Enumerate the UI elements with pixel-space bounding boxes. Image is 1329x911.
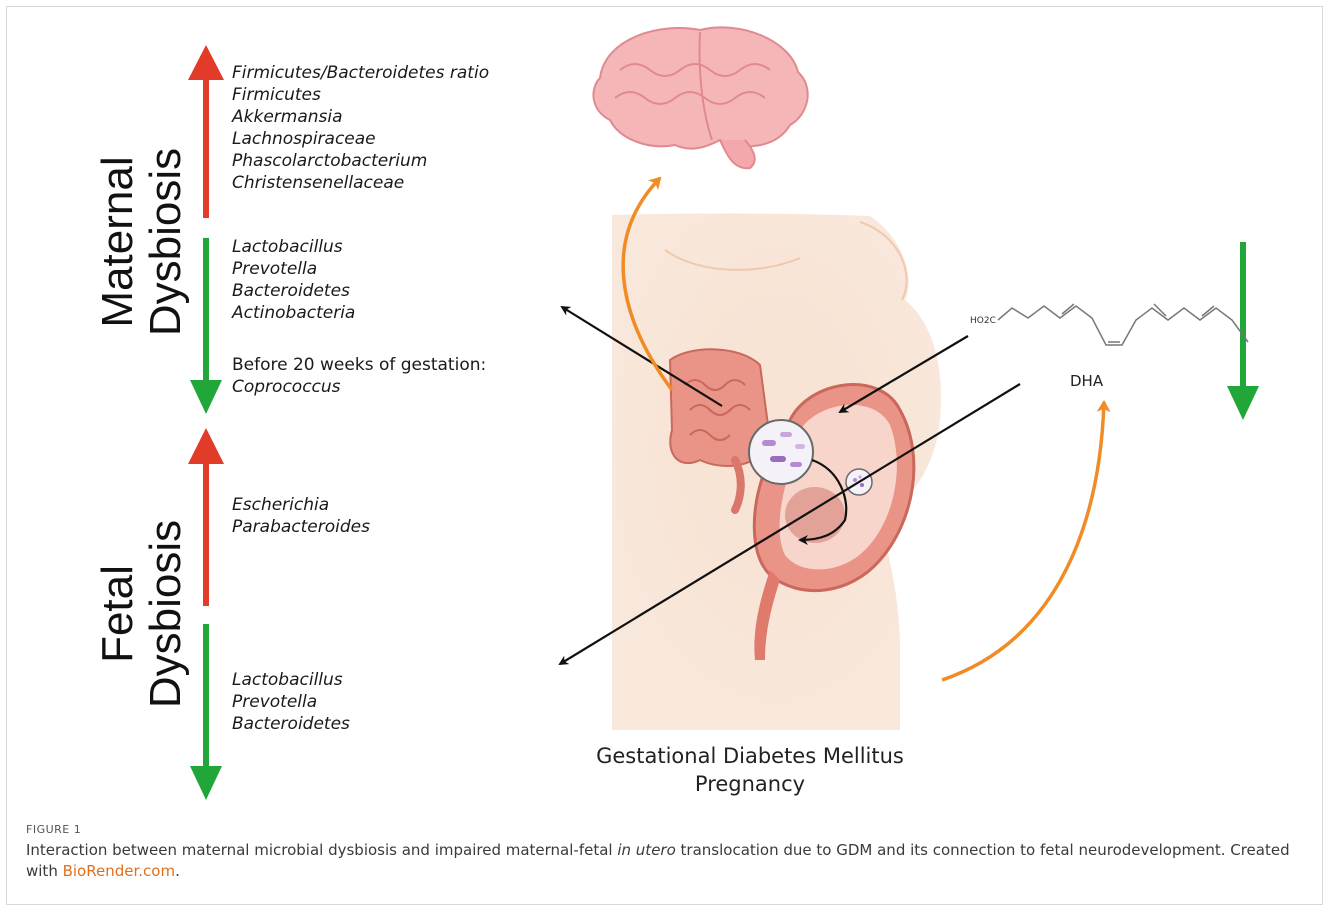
center-title: Gestational Diabetes Mellitus Pregnancy bbox=[560, 742, 940, 798]
maternal-decrease-arrow bbox=[190, 238, 222, 414]
list-item: Lachnospiraceae bbox=[232, 128, 489, 150]
figure-label: FIGURE 1 bbox=[26, 823, 1296, 836]
gestation-note-taxon: Coprococcus bbox=[232, 376, 486, 398]
microbe-circle-large bbox=[749, 420, 813, 484]
maternal-increased-list: Firmicutes/Bacteroidetes ratio Firmicute… bbox=[232, 62, 489, 194]
maternal-dysbiosis-title: Maternal Dysbiosis bbox=[94, 102, 190, 382]
maternal-title-line2: Dysbiosis bbox=[142, 102, 190, 382]
caption-text-end: . bbox=[175, 862, 180, 880]
fetal-decrease-arrow bbox=[190, 624, 222, 800]
dha-molecule bbox=[998, 304, 1248, 345]
list-item: Christensenellaceae bbox=[232, 172, 489, 194]
fetal-increased-list: Escherichia Parabacteroides bbox=[232, 494, 370, 538]
maternal-gestation-note: Before 20 weeks of gestation: Coprococcu… bbox=[232, 354, 486, 398]
brain-illustration bbox=[593, 27, 807, 168]
list-item: Phascolarctobacterium bbox=[232, 150, 489, 172]
maternal-increase-arrow bbox=[188, 45, 224, 218]
list-item: Parabacteroides bbox=[232, 516, 370, 538]
maternal-title-line1: Maternal bbox=[94, 102, 142, 382]
list-item: Escherichia bbox=[232, 494, 370, 516]
list-item: Firmicutes bbox=[232, 84, 489, 106]
fetal-dysbiosis-title: Fetal Dysbiosis bbox=[94, 474, 190, 754]
list-item: Prevotella bbox=[232, 258, 355, 280]
fetal-increase-arrow bbox=[188, 428, 224, 606]
fetal-title-line2: Dysbiosis bbox=[142, 474, 190, 754]
arrow-pregnancy-to-dha bbox=[942, 402, 1104, 680]
list-item: Firmicutes/Bacteroidetes ratio bbox=[232, 62, 489, 84]
center-title-line1: Gestational Diabetes Mellitus bbox=[560, 742, 940, 770]
list-item: Lactobacillus bbox=[232, 236, 355, 258]
caption-text-italic: in utero bbox=[617, 841, 675, 859]
gestation-note-label: Before 20 weeks of gestation: bbox=[232, 354, 486, 376]
dha-label: DHA bbox=[1070, 372, 1103, 390]
biorender-link[interactable]: BioRender.com bbox=[63, 862, 175, 880]
dha-decrease-arrow bbox=[1227, 242, 1259, 420]
dha-carboxyl-group: HO2C bbox=[970, 316, 996, 326]
maternal-decreased-list: Lactobacillus Prevotella Bacteroidetes A… bbox=[232, 236, 355, 324]
fetal-title-line1: Fetal bbox=[94, 474, 142, 754]
caption-text-start: Interaction between maternal microbial d… bbox=[26, 841, 617, 859]
list-item: Actinobacteria bbox=[232, 302, 355, 324]
list-item: Bacteroidetes bbox=[232, 713, 350, 735]
figure-caption: FIGURE 1 Interaction between maternal mi… bbox=[26, 823, 1296, 882]
center-title-line2: Pregnancy bbox=[560, 770, 940, 798]
list-item: Prevotella bbox=[232, 691, 350, 713]
caption-text: Interaction between maternal microbial d… bbox=[26, 840, 1296, 882]
fetal-decreased-list: Lactobacillus Prevotella Bacteroidetes bbox=[232, 669, 350, 735]
list-item: Lactobacillus bbox=[232, 669, 350, 691]
list-item: Akkermansia bbox=[232, 106, 489, 128]
list-item: Bacteroidetes bbox=[232, 280, 355, 302]
